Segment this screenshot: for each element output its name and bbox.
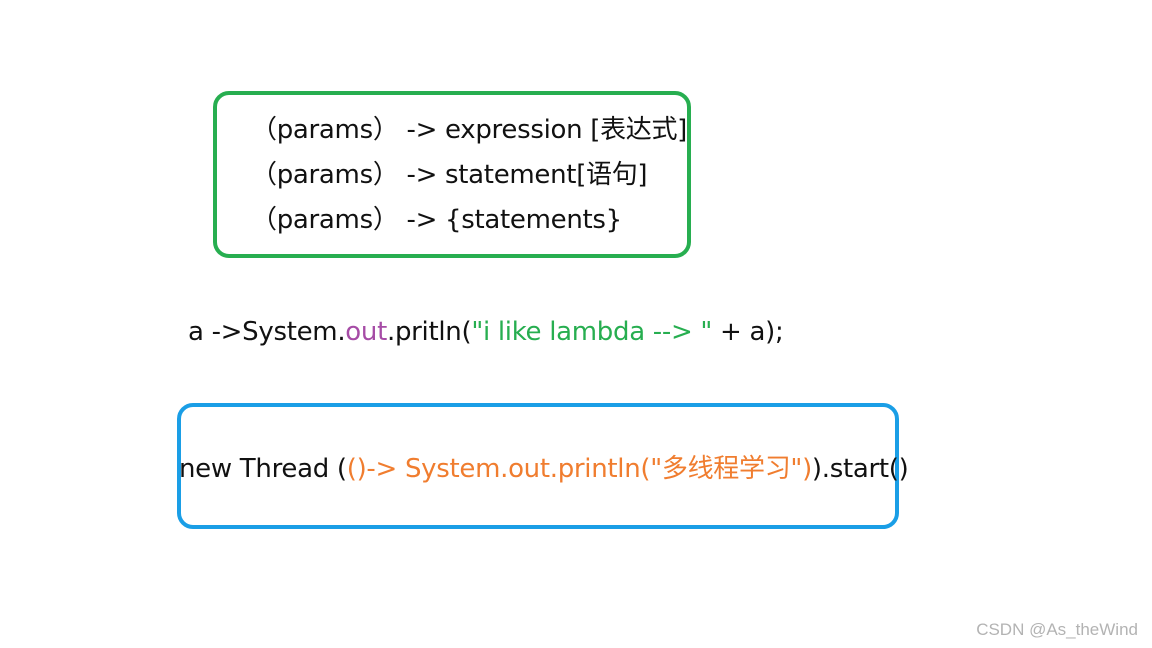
example-method-call: .pritln(	[386, 317, 472, 347]
lambda-example-line: a ->System.out.pritln("i like lambda -->…	[188, 316, 784, 348]
example-field-out: out	[345, 317, 387, 347]
syntax-line-statements: （params） -> {statements}	[251, 205, 622, 235]
thread-code-suffix: ).start()	[811, 454, 909, 484]
thread-lambda-highlight: ()-> System.out.println("多线程学习")	[346, 454, 812, 484]
example-code-suffix: + a);	[712, 317, 784, 347]
syntax-forms-box: （params） -> expression [表达式] （params） ->…	[213, 91, 691, 258]
syntax-line-statement: （params） -> statement[语句]	[251, 160, 648, 190]
watermark: CSDN @As_theWind	[976, 620, 1138, 639]
example-code-prefix: a ->System.	[188, 317, 346, 347]
thread-example-line: new Thread (()-> System.out.println("多线程…	[179, 452, 909, 486]
thread-example-box	[177, 403, 899, 529]
thread-code-prefix: new Thread (	[179, 454, 347, 484]
syntax-line-expression: （params） -> expression [表达式]	[251, 115, 688, 145]
example-string-literal: "i like lambda --> "	[471, 317, 713, 347]
